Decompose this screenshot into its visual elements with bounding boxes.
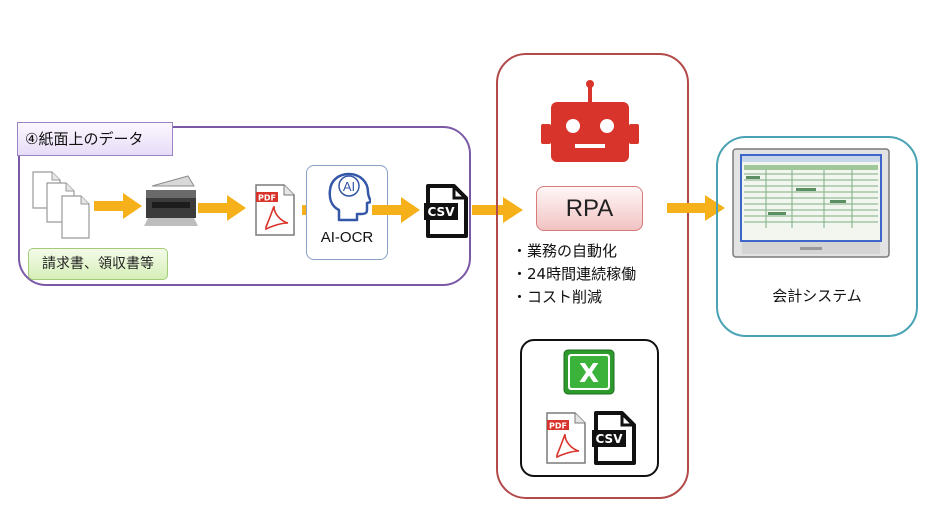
ai-ocr-label: AI-OCR — [320, 229, 374, 246]
documents-icon — [32, 171, 90, 239]
paper-data-group — [18, 126, 471, 286]
pdf-icon: PDF — [546, 412, 586, 464]
ai-head-icon: AI — [328, 172, 371, 222]
rpa-benefit-item: ・業務の自動化 — [512, 242, 618, 260]
flow-arrow — [372, 197, 420, 223]
output-files-box — [520, 339, 659, 477]
documents-label: 請求書、領収書等 — [28, 248, 168, 280]
rpa-benefit-item: ・24時間連続稼働 — [512, 265, 637, 283]
excel-icon: X — [563, 349, 615, 395]
accounting-system-label: 会計システム — [772, 287, 862, 305]
rpa-benefit-item: ・コスト削減 — [512, 288, 603, 306]
csv-icon: CSV — [592, 411, 636, 465]
flow-arrow — [198, 195, 246, 221]
accounting-system-group — [716, 136, 918, 337]
monitor-icon — [732, 148, 890, 258]
flow-arrow — [667, 195, 725, 221]
robot-icon — [541, 80, 639, 162]
pdf-icon: PDF — [255, 184, 295, 236]
rpa-label: RPA — [536, 186, 643, 231]
svg-text:X: X — [579, 359, 599, 389]
csv-icon: CSV — [424, 184, 468, 238]
scanner-icon — [144, 175, 198, 226]
svg-text:PDF: PDF — [258, 194, 276, 203]
rpa-group — [496, 53, 689, 499]
svg-text:CSV: CSV — [428, 205, 456, 219]
rpa-benefits-list: ・業務の自動化 ・24時間連続稼働 ・コスト削減 — [512, 240, 682, 309]
flow-arrow — [94, 193, 142, 219]
paper-data-title: ④紙面上のデータ — [17, 122, 173, 156]
svg-text:PDF: PDF — [549, 422, 567, 431]
svg-text:CSV: CSV — [596, 432, 624, 446]
svg-text:AI: AI — [343, 179, 355, 194]
